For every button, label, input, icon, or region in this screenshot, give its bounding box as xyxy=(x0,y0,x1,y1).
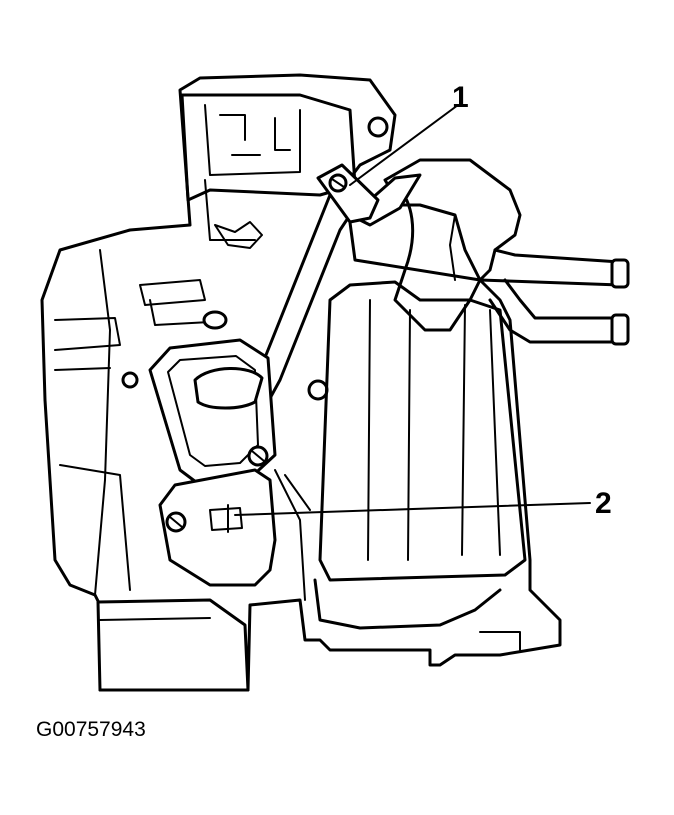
callout-1-label: 1 xyxy=(452,81,469,114)
lower-bracket xyxy=(96,598,250,692)
control-valve xyxy=(148,338,311,601)
heater-core xyxy=(313,280,527,651)
heater-housing xyxy=(40,73,562,692)
heater-core-tubes xyxy=(383,158,630,346)
callout-1-leader xyxy=(349,104,459,186)
callout-2-leader xyxy=(234,502,591,516)
callout-2-label: 2 xyxy=(595,487,612,520)
figure-id: G00757943 xyxy=(36,718,146,741)
